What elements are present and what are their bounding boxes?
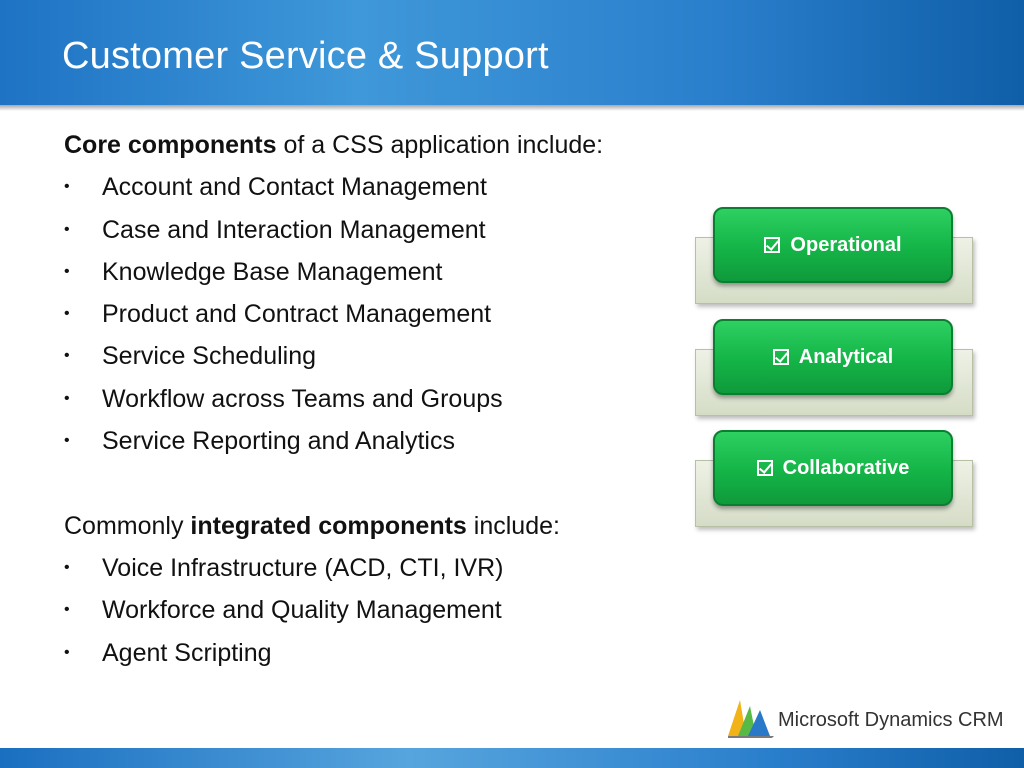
integrated-components-intro: Commonly integrated components include:: [64, 505, 684, 547]
operational-card: Operational: [693, 207, 973, 307]
title-bar: Customer Service & Support: [0, 0, 1024, 111]
slide-body: Core components of a CSS application inc…: [64, 124, 684, 674]
list-item: • Case and Interaction Management: [64, 209, 684, 251]
checkbox-icon: [756, 460, 773, 476]
collaborative-label: Collaborative: [782, 456, 910, 479]
core-components-label: Core components: [64, 131, 277, 159]
integrated-components-label: integrated components: [190, 511, 467, 540]
list-item: • Knowledge Base Management: [64, 251, 684, 293]
list-item-text: Product and Contract Management: [102, 300, 492, 329]
list-item-text: Workflow across Teams and Groups: [102, 384, 503, 413]
integrated-intro-pre: Commonly: [64, 511, 191, 540]
integrated-intro-post: include:: [466, 511, 560, 540]
analytical-card: Analytical: [693, 319, 973, 419]
list-item: • Workflow across Teams and Groups: [64, 378, 684, 420]
analytical-badge: Analytical: [713, 319, 953, 395]
analytical-label: Analytical: [798, 345, 894, 368]
core-components-intro-text: of a CSS application include:: [276, 131, 604, 159]
bullet-icon: •: [64, 432, 70, 450]
bullet-icon: •: [64, 601, 70, 619]
microsoft-dynamics-logo: Microsoft Dynamics CRM: [726, 692, 1004, 742]
collaborative-badge: Collaborative: [713, 430, 953, 506]
logo-text: Microsoft Dynamics CRM: [778, 709, 1004, 731]
slide-title: Customer Service & Support: [62, 35, 549, 77]
list-item-text: Knowledge Base Management: [102, 257, 443, 286]
list-item-text: Case and Interaction Management: [102, 215, 486, 244]
list-item: • Product and Contract Management: [64, 293, 684, 335]
list-item: • Agent Scripting: [64, 632, 684, 674]
checkbox-icon: [764, 237, 781, 253]
checkbox-icon: [772, 349, 789, 365]
bullet-icon: •: [64, 558, 70, 576]
collaborative-card: Collaborative: [693, 430, 973, 530]
bullet-icon: •: [64, 347, 70, 365]
operational-badge: Operational: [713, 207, 953, 283]
list-item: • Service Scheduling: [64, 335, 684, 377]
list-item: • Voice Infrastructure (ACD, CTI, IVR): [64, 547, 684, 589]
operational-label: Operational: [790, 233, 902, 256]
bullet-icon: •: [64, 262, 70, 280]
bullet-icon: •: [64, 643, 70, 661]
list-item-text: Service Scheduling: [102, 342, 317, 371]
list-item-text: Voice Infrastructure (ACD, CTI, IVR): [102, 553, 504, 582]
list-item: • Account and Contact Management: [64, 166, 684, 208]
core-components-intro: Core components of a CSS application inc…: [64, 124, 684, 166]
bullet-icon: •: [64, 220, 70, 238]
bullet-icon: •: [64, 305, 70, 323]
list-item-text: Service Reporting and Analytics: [102, 427, 455, 456]
bullet-icon: •: [64, 178, 70, 196]
list-item-text: Workforce and Quality Management: [102, 596, 502, 625]
footer-bar: [0, 748, 1024, 768]
bullet-icon: •: [64, 389, 70, 407]
section-spacer: [64, 462, 684, 504]
list-item-text: Account and Contact Management: [102, 173, 487, 202]
list-item-text: Agent Scripting: [102, 638, 272, 667]
list-item: • Service Reporting and Analytics: [64, 420, 684, 462]
dynamics-logo-icon: [728, 700, 774, 738]
list-item: • Workforce and Quality Management: [64, 589, 684, 631]
